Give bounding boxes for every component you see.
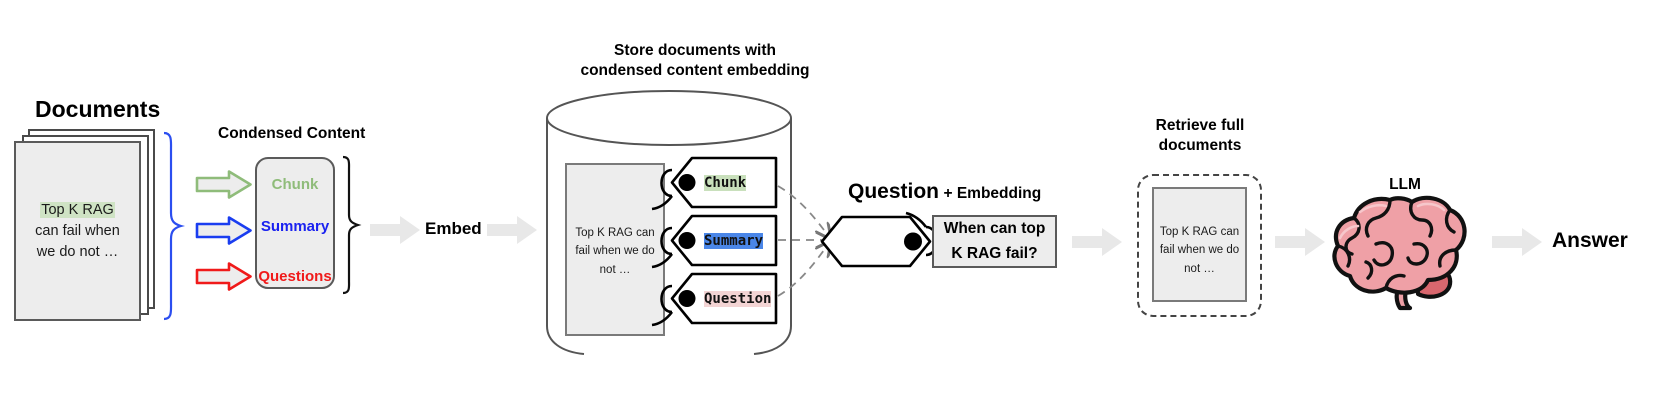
arrow-question-to-retrieve-icon xyxy=(1072,228,1122,256)
documents-brace xyxy=(163,131,186,321)
brain-icon xyxy=(1332,195,1467,311)
retrieved-doc-line3: not … xyxy=(1184,262,1215,275)
database-cylinder xyxy=(546,90,792,355)
question-box-line1: When can top xyxy=(943,220,1046,238)
condensed-item-chunk: Chunk xyxy=(271,176,319,193)
document-highlight: Top K RAG xyxy=(40,202,115,218)
stored-document-box xyxy=(565,163,665,336)
condensed-content-title: Condensed Content xyxy=(218,125,366,142)
condensed-content-box xyxy=(255,157,335,289)
stored-doc-line3: not … xyxy=(599,263,631,276)
retrieve-title: Retrieve full documents xyxy=(1105,116,1295,156)
arrow-llm-to-answer-icon xyxy=(1492,228,1542,256)
arrow-from-embed-icon xyxy=(487,216,537,244)
retrieved-doc-line1: Top K RAG can xyxy=(1159,226,1240,238)
question-tag xyxy=(818,211,938,268)
document-line3: we do not … xyxy=(36,244,119,261)
question-title: Question + Embedding xyxy=(848,180,1041,204)
condensed-content-brace xyxy=(342,155,362,295)
answer-label: Answer xyxy=(1552,229,1628,252)
embed-label: Embed xyxy=(425,219,482,238)
stored-document-text: Top K RAG can fail when we do not … xyxy=(565,224,665,279)
document-line2: can fail when xyxy=(35,223,120,240)
arrow-retrieve-to-llm-icon xyxy=(1275,228,1325,256)
condensed-item-questions: Questions xyxy=(258,268,332,285)
retrieve-title-line1: Retrieve full xyxy=(1155,117,1245,134)
tag-chunk: Chunk xyxy=(651,156,778,211)
question-title-main: Question xyxy=(848,180,940,203)
store-title-line2: condensed content embedding xyxy=(580,62,810,80)
tag-question: Question xyxy=(651,272,778,327)
question-title-suffix: + Embedding xyxy=(943,185,1042,202)
store-title-line1: Store documents with xyxy=(614,42,776,59)
documents-title: Documents xyxy=(35,96,161,122)
tag-summary: Summary xyxy=(651,214,778,269)
arrow-to-embed-icon xyxy=(370,216,420,244)
retrieved-document-text: Top K RAG can fail when we do not … xyxy=(1152,223,1247,278)
question-box-line2: K RAG fail? xyxy=(951,244,1038,262)
condensed-item-summary: Summary xyxy=(260,218,330,235)
tag-chunk-label: Chunk xyxy=(704,175,747,191)
retrieved-documents-container xyxy=(1137,174,1262,317)
retrieved-document-box xyxy=(1152,187,1247,302)
arrow-summary-icon xyxy=(195,216,252,245)
retrieve-title-line2: documents xyxy=(1158,137,1242,155)
stored-doc-line2: fail when we do xyxy=(575,245,655,258)
question-box: When can top K RAG fail? xyxy=(932,215,1057,268)
retrieved-doc-line2: fail when we do xyxy=(1159,244,1240,257)
stored-doc-line1: Top K RAG can xyxy=(575,227,655,239)
arrow-questions-icon xyxy=(195,262,252,291)
store-title: Store documents with condensed content e… xyxy=(545,41,845,81)
tag-question-label: Question xyxy=(704,291,772,307)
llm-title: LLM xyxy=(1389,176,1421,193)
document-text: Top K RAG can fail when we do not … xyxy=(14,200,141,263)
arrow-chunk-icon xyxy=(195,170,252,199)
document-page-front xyxy=(14,141,141,321)
tag-summary-label: Summary xyxy=(704,233,764,249)
similarity-arrows xyxy=(777,185,896,297)
